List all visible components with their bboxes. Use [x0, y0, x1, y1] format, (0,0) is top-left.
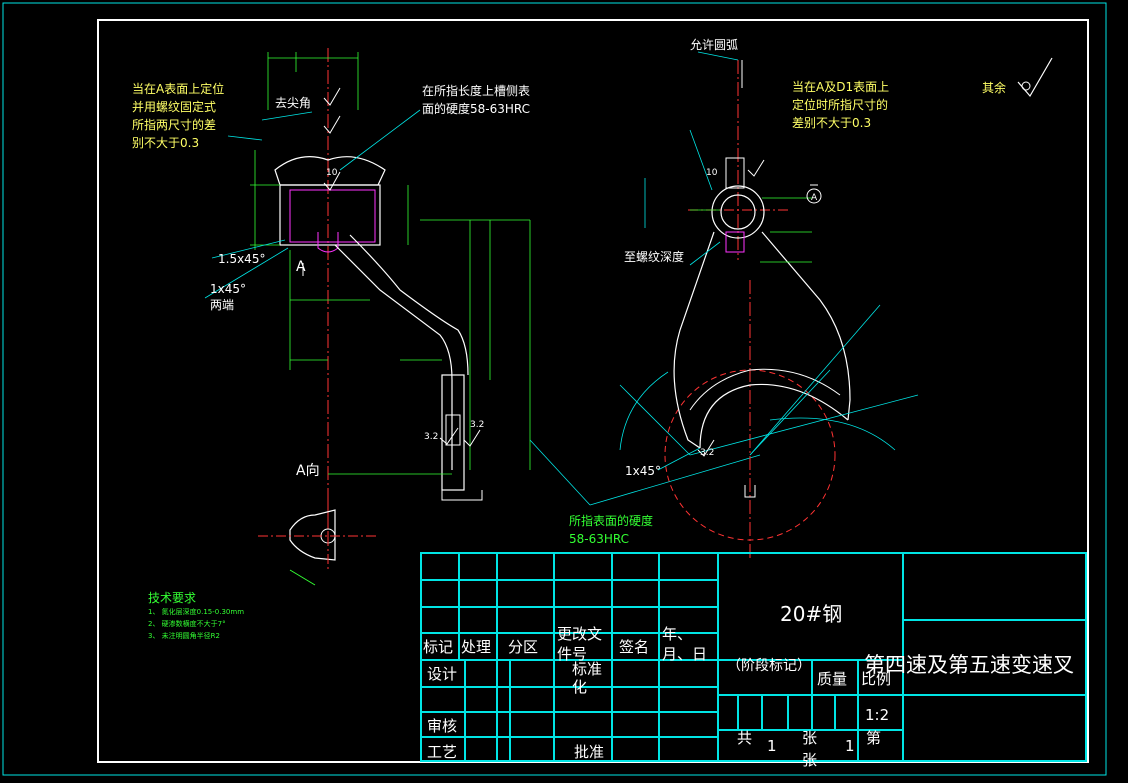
tb-total-sheets: 1: [767, 737, 777, 755]
tb-approve: 批准: [574, 743, 605, 761]
roughness-32c: 3.2: [700, 448, 715, 458]
note-groove-line-2: 面的硬度58-63HRC: [422, 102, 531, 116]
view-a-label: A向: [296, 463, 320, 479]
surface-hardness-note: 所指表面的硬度 58-63HRC: [569, 512, 653, 548]
tb-mark: 标记: [423, 638, 454, 656]
datum-a-letter: A: [811, 193, 818, 203]
tb-signature: 签名: [619, 638, 650, 656]
tb-change-doc: 更改文件号: [557, 625, 603, 663]
roughness-32b: 3.2: [470, 420, 485, 430]
tb-craft: 工艺: [427, 743, 458, 761]
rest-roughness-label: 其余: [982, 81, 1007, 95]
tb-design: 设计: [427, 665, 458, 683]
note-a-d1-line-3: 差别不大于0.3: [792, 116, 872, 130]
technical-requirements: 技术要求 1、 氮化层深度0.15-0.30mm 2、 硬渗数横度不大于7° 3…: [148, 590, 244, 642]
thread-depth-label: 至螺纹深度: [624, 250, 685, 264]
note-groove-line-1: 在所指长度上槽侧表: [422, 84, 531, 98]
note-a-d1-line-2: 定位时所指尺寸的: [792, 98, 889, 112]
tech-heading: 技术要求: [148, 591, 197, 605]
arc-allowed-label: 允许圆弧: [690, 38, 739, 52]
tb-scale: 比例: [861, 670, 892, 688]
chamfer-15-label: 1.5x45°: [218, 252, 266, 266]
tb-mass: 质量: [817, 670, 848, 688]
tb-date: 年、月、日: [662, 625, 708, 663]
roughness-32a: 3.2: [424, 432, 439, 442]
section-label-a: A: [296, 259, 306, 275]
note-a-line-4: 别不大于0.3: [132, 136, 200, 150]
deburr-label: 去尖角: [275, 96, 312, 110]
outer-frame: [2, 2, 1107, 776]
note-a-line-2: 并用螺纹固定式: [132, 100, 217, 114]
roughness-10a: 10: [326, 168, 338, 178]
tb-total: 共: [737, 729, 753, 747]
tb-review: 审核: [427, 717, 458, 735]
chamfer-1-line-1: 1x45°: [210, 282, 247, 296]
part-name: 第四速及第五速变速叉: [864, 653, 1074, 677]
note-a-positioning: 当在A表面上定位 并用螺纹固定式 所指两尺寸的差 别不大于0.3: [132, 80, 224, 152]
chamfer-right-label: 1x45°: [625, 464, 662, 478]
tb-zone: 分区: [508, 638, 539, 656]
tb-standardize: 标准化: [572, 660, 603, 696]
chamfer-1-line-2: 两端: [210, 298, 235, 312]
note-groove-hardness: 在所指长度上槽侧表 面的硬度58-63HRC: [422, 82, 530, 118]
tb-sheets: 张: [802, 729, 818, 747]
tb-scale-value: 1:2: [865, 706, 890, 724]
tb-sheet-no: 第: [866, 729, 882, 747]
note-a-d1-line-1: 当在A及D1表面上: [792, 80, 890, 94]
chamfer-1-ends: 1x45° 两端: [210, 281, 246, 313]
title-block-grid: [420, 552, 1087, 762]
tb-sheet-index: 1: [845, 737, 855, 755]
roughness-10b: 10: [706, 168, 718, 178]
tb-stage-mark: （阶段标记）: [727, 658, 811, 674]
right-view: [619, 51, 1053, 560]
note-a-line-3: 所指两尺寸的差: [132, 118, 217, 132]
tech-item-2: 2、 硬渗数横度不大于7°: [148, 620, 226, 628]
tech-item-1: 1、 氮化层深度0.15-0.30mm: [148, 608, 245, 616]
tech-item-3: 3、 未注明圆角半径R2: [148, 632, 220, 640]
surface-hardness-line-1: 所指表面的硬度: [569, 514, 654, 528]
note-a-line-1: 当在A表面上定位: [132, 82, 225, 96]
left-view: [204, 48, 761, 586]
tb-process: 处理: [461, 638, 492, 656]
note-a-d1: 当在A及D1表面上 定位时所指尺寸的 差别不大于0.3: [792, 78, 889, 132]
material-label: 20#钢: [780, 602, 843, 626]
tb-sheet-unit: 张: [802, 751, 818, 769]
surface-hardness-line-2: 58-63HRC: [569, 532, 630, 546]
